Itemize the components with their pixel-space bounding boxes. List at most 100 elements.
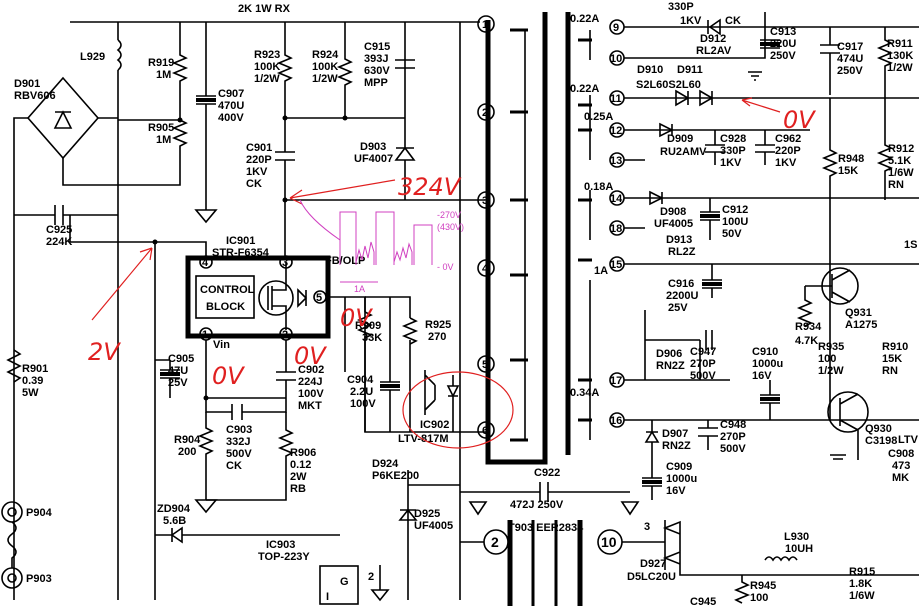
label-d924: D924: [372, 458, 399, 470]
zener-zd904: [155, 526, 340, 544]
icpin-3: 3: [282, 257, 288, 269]
transformer-primary-frame: [485, 12, 548, 465]
label-c928-v2: 1KV: [720, 157, 742, 169]
label-a022b: 0.22A: [570, 83, 599, 95]
label-r906-v1: 0.12: [290, 459, 311, 471]
label-1kv: 1KV: [680, 15, 702, 27]
label-r910-v2: RN: [882, 365, 898, 377]
label-r935-v1: 100: [818, 353, 836, 365]
label-p903: P903: [26, 573, 52, 585]
label-c902-v1: 224J: [298, 376, 322, 388]
annotation-0v-a: 0V: [212, 362, 245, 390]
resistors-r923-r924: [276, 22, 354, 119]
label-ic901-val: STR-F6354: [212, 247, 270, 259]
label-vin: Vin: [213, 339, 230, 351]
label-r912: R912: [888, 143, 914, 155]
label-q930: Q930: [865, 423, 892, 435]
label-c912-v1: 100U: [722, 216, 748, 228]
inductor-l929: [116, 39, 122, 71]
label-c922-val: 472J 250V: [510, 499, 564, 511]
label-control2: BLOCK: [206, 301, 245, 313]
label-c913: C913: [770, 26, 796, 38]
label-c904-v2: 100V: [350, 398, 376, 410]
label-c902-v2: 100V: [298, 388, 324, 400]
diode-d925: [398, 470, 460, 600]
label-c903-v1: 332J: [226, 436, 250, 448]
label-p904: P904: [26, 507, 53, 519]
annotation-wave-hi: -270V: [437, 210, 461, 220]
label-r924-v1: 100K: [312, 61, 338, 73]
label-q931-val: A1275: [845, 319, 877, 331]
label-a025: 0.25A: [584, 111, 613, 123]
label-r948: R948: [838, 153, 864, 165]
tpin-11: 11: [610, 93, 622, 105]
label-c916-v2: 25V: [668, 302, 688, 314]
arrow-0v-top: [741, 97, 781, 113]
label-c915-v3: MPP: [364, 77, 388, 89]
annotation-wave-hi2: (430V): [437, 222, 464, 232]
label-d910-val: S2L60S2L60: [636, 79, 701, 91]
label-c915-v2: 630V: [364, 65, 390, 77]
label-ic903-val: TOP-223Y: [258, 551, 310, 563]
mosfet-symbol: [258, 280, 294, 316]
label-c913-v2: 250V: [770, 50, 796, 62]
label-c913-v1: 220U: [770, 38, 796, 50]
label-c904: C904: [347, 374, 374, 386]
label-r912-v3: RN: [888, 179, 904, 191]
label-ic902: IC902: [420, 419, 449, 431]
t903-pin-10: 10: [601, 534, 617, 550]
annotation-wave-lo: - 0V: [437, 262, 454, 272]
ic903-package: [319, 565, 359, 605]
label-r915: R915: [849, 566, 875, 578]
label-r906-v3: RB: [290, 483, 306, 495]
annotation-0v-top: 0V: [783, 106, 816, 134]
label-c928: C928: [720, 133, 746, 145]
label-q931: Q931: [845, 307, 872, 319]
arrow-2v: [91, 247, 153, 321]
tpin-3: 3: [482, 195, 488, 207]
label-c917-v1: 474U: [837, 53, 863, 65]
label-r901-v1: 0.39: [22, 375, 43, 387]
label-zd904-val: 5.6B: [163, 515, 186, 527]
label-c910-v1: 1000u: [752, 358, 783, 370]
icpin-4: 4: [202, 257, 209, 269]
resistor-r901: [6, 349, 22, 383]
label-c910-v2: 16V: [752, 370, 772, 382]
label-r925: R925: [425, 319, 451, 331]
label-c903: C903: [226, 424, 252, 436]
label-d903: D903: [360, 141, 386, 153]
label-d925: D925: [414, 508, 440, 520]
label-c903-v2: 500V: [226, 448, 252, 460]
label-c904-v1: 2.2U: [350, 386, 373, 398]
label-c915-v1: 393J: [364, 53, 388, 65]
label-c962: C962: [775, 133, 801, 145]
label-r904: R904: [174, 434, 201, 446]
label-c905: C905: [168, 353, 194, 365]
waveform-sketch: [299, 199, 433, 265]
label-l930-val: 10UH: [785, 543, 813, 555]
annotation-wave-1a: 1A: [354, 284, 365, 294]
label-ic903: IC903: [266, 539, 295, 551]
label-c922: C922: [534, 467, 560, 479]
label-r910: R910: [882, 341, 908, 353]
label-fb-olp: FB/OLP: [325, 255, 365, 267]
label-l929: L929: [80, 51, 105, 63]
annotation-2v: 2V: [88, 338, 121, 366]
tpin-14: 14: [610, 193, 623, 205]
label-c947-v1: 270P: [690, 358, 716, 370]
label-a034: 0.34A: [570, 387, 599, 399]
label-r905-val: 1M: [156, 134, 171, 146]
label-r934: R934: [795, 321, 822, 333]
tpin-6: 6: [482, 425, 488, 437]
tpin-16: 16: [610, 415, 622, 427]
label-d908: D908: [660, 206, 686, 218]
label-d906-val: RN2Z: [656, 360, 685, 372]
label-c901-v1: 220P: [246, 154, 272, 166]
label-c909-v2: 16V: [666, 485, 686, 497]
label-d908-val: UF4005: [654, 218, 693, 230]
annotation-0v-c: 0V: [340, 304, 373, 332]
label-q930-val: C3198: [865, 435, 897, 447]
label-d901-val: RBV606: [14, 90, 56, 102]
tpin-4: 4: [482, 263, 489, 275]
